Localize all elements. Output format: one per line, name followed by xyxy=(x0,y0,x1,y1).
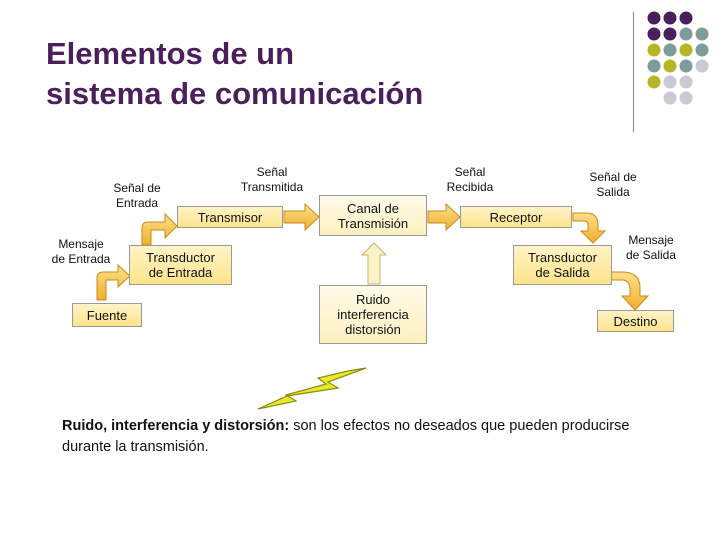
footer-note: Ruido, interferencia y distorsión: son l… xyxy=(62,416,652,458)
decorative-dot xyxy=(663,11,677,25)
decorative-dot xyxy=(679,75,693,89)
slide-title: Elementos de un sistema de comunicación xyxy=(46,34,423,114)
box-ruido: Ruido interferencia distorsión xyxy=(319,285,427,344)
box-fuente: Fuente xyxy=(72,303,142,327)
box-receptor-label: Receptor xyxy=(489,209,543,225)
label-mensaje-entrada: Mensaje de Entrada xyxy=(51,237,111,266)
footer-bold: Ruido, interferencia y distorsión: xyxy=(62,418,290,434)
box-transductor-entrada-line2: de Entrada xyxy=(148,265,213,280)
arrow-ruido-to-canal xyxy=(360,242,388,285)
label-senal-recibida: Señal Recibida xyxy=(446,165,494,194)
decorative-dot xyxy=(663,91,677,105)
box-transductor-salida-line2: de Salida xyxy=(535,265,590,280)
decorative-dot xyxy=(695,27,709,41)
decorative-dot xyxy=(695,59,709,73)
arrow-receptor-to-transductor xyxy=(572,212,607,244)
decorative-dot xyxy=(647,59,661,73)
label-senal-transmitida: Señal Transmitida xyxy=(240,165,304,194)
arrow-transductor-to-destino xyxy=(609,271,650,311)
box-canal: Canal de Transmisión xyxy=(319,195,427,236)
box-destino-label: Destino xyxy=(613,313,658,329)
box-transmisor: Transmisor xyxy=(177,206,283,228)
box-ruido-line1: Ruido xyxy=(356,292,390,307)
title-line-1: Elementos de un xyxy=(46,36,295,71)
box-transductor-entrada-line1: Transductor xyxy=(146,250,215,265)
box-transductor-salida: Transductor de Salida xyxy=(513,245,612,285)
decorative-dot xyxy=(679,11,693,25)
footer-text: son los efectos no deseados que pueden p… xyxy=(62,418,630,455)
arrow-transductor-to-transmisor xyxy=(141,212,178,246)
box-fuente-label: Fuente xyxy=(86,307,128,323)
title-line-2: sistema de comunicación xyxy=(46,76,424,111)
box-transductor-entrada: Transductor de Entrada xyxy=(129,245,232,285)
decorative-dot xyxy=(663,75,677,89)
box-canal-line1: Canal de xyxy=(346,200,400,216)
decorative-dot xyxy=(679,91,693,105)
decorative-dot xyxy=(663,27,677,41)
decorative-dot xyxy=(663,59,677,73)
box-transmisor-label: Transmisor xyxy=(197,209,263,225)
arrow-canal-to-receptor xyxy=(427,202,461,232)
arrow-fuente-to-transductor xyxy=(96,263,131,301)
decorative-dot xyxy=(647,75,661,89)
decorative-dot xyxy=(679,59,693,73)
label-mensaje-salida: Mensaje de Salida xyxy=(625,233,677,262)
decorative-dot xyxy=(663,43,677,57)
box-destino: Destino xyxy=(597,310,674,332)
decorative-dot-grid xyxy=(647,11,709,105)
box-ruido-line2: interferencia xyxy=(337,307,409,322)
label-senal-salida: Señal de Salida xyxy=(589,170,637,199)
decorative-dot xyxy=(647,43,661,57)
box-transductor-salida-line1: Transductor xyxy=(528,250,597,265)
box-ruido-line3: distorsión xyxy=(345,322,401,337)
lightning-bolt-icon xyxy=(257,367,367,410)
decorative-dot xyxy=(679,43,693,57)
decorative-dot xyxy=(679,27,693,41)
decorative-dot xyxy=(647,11,661,25)
box-receptor: Receptor xyxy=(460,206,572,228)
decorative-dot xyxy=(647,27,661,41)
decorative-dot xyxy=(695,43,709,57)
box-canal-line2: Transmisión xyxy=(337,215,409,231)
arrow-transmisor-to-canal xyxy=(283,202,320,232)
decorative-divider xyxy=(633,12,634,132)
label-senal-entrada: Señal de Entrada xyxy=(113,181,161,210)
